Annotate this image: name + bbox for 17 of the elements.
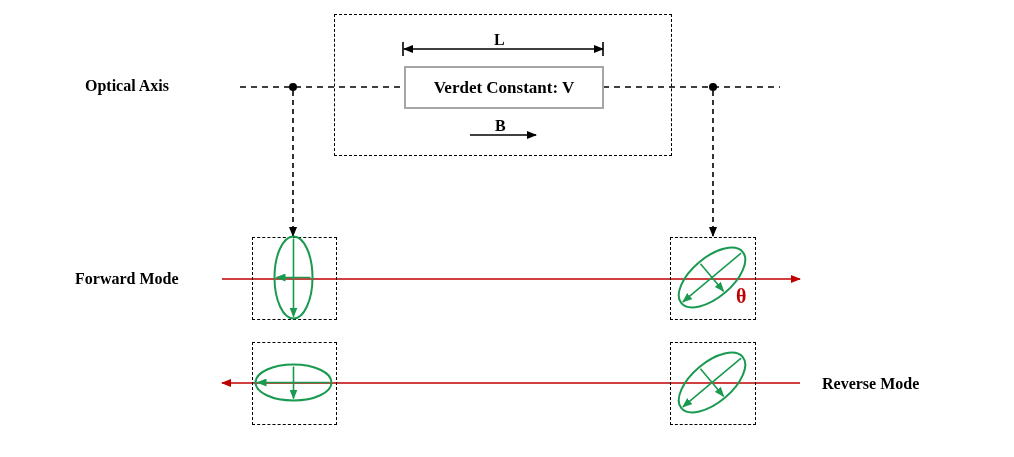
mode-label: Forward Mode (75, 271, 179, 287)
polarizer-frame (252, 237, 337, 320)
mode-label: Reverse Mode (822, 376, 920, 392)
arrow (709, 90, 717, 237)
junction-dot (709, 83, 717, 91)
dashed-region-box (334, 14, 672, 156)
polarizer-frame (670, 237, 756, 320)
junction-dot (289, 83, 297, 91)
arrow (289, 90, 297, 237)
angle-label: θ (736, 286, 747, 306)
component-label: Verdet Constant: V (433, 77, 575, 98)
polarizer-frame (252, 342, 337, 425)
dimension-label: L (494, 32, 505, 48)
polarizer-frame (670, 342, 756, 425)
component-box (404, 66, 604, 109)
field-label: B (495, 118, 506, 134)
axis-label: Optical Axis (85, 78, 169, 94)
